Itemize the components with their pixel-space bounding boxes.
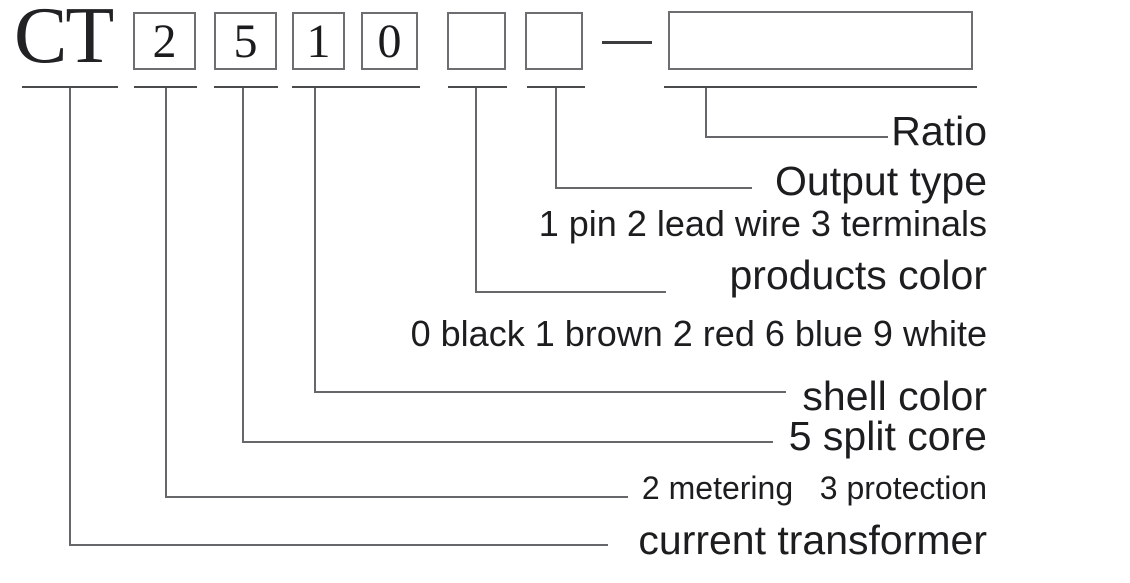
line-shell-color-horizontal	[314, 391, 786, 393]
separator-dash	[602, 41, 652, 44]
line-split-core-vertical	[242, 88, 244, 443]
shell-color-label: shell color	[802, 373, 987, 419]
line-current-transformer-vertical	[69, 88, 71, 546]
line-function-horizontal	[165, 496, 628, 498]
digit-box-products-color	[447, 12, 506, 70]
ratio-box	[668, 11, 973, 70]
line-split-core-horizontal	[242, 441, 773, 443]
line-output-type-vertical	[555, 88, 557, 189]
underline-products-color	[448, 86, 507, 88]
line-ratio-vertical	[705, 88, 707, 138]
products-color-codes-label: 0 black 1 brown 2 red 6 blue 9 white	[410, 313, 987, 354]
line-function-vertical	[165, 88, 167, 498]
current-transformer-label: current transformer	[638, 517, 987, 563]
underline-shell-color	[292, 86, 420, 88]
line-ratio-horizontal	[705, 136, 888, 138]
line-products-color-horizontal	[475, 291, 666, 293]
line-products-color-vertical	[475, 88, 477, 293]
ratio-label: Ratio	[891, 108, 987, 154]
line-shell-color-vertical	[314, 88, 316, 393]
digit-box-shell-color-2: 0	[361, 12, 418, 70]
digit-box-shell-color-1: 1	[292, 12, 345, 70]
products-color-label: products color	[729, 252, 987, 298]
split-core-label: 5 split core	[788, 413, 987, 459]
digit-box-output-type	[525, 12, 583, 70]
function-codes-label: 2 metering 3 protection	[641, 470, 987, 506]
line-current-transformer-horizontal	[69, 544, 608, 546]
underline-function	[134, 86, 197, 88]
underline-output-type	[527, 86, 585, 88]
digit-box-function: 2	[133, 12, 196, 70]
code-prefix: CT	[14, 0, 114, 80]
output-type-label: Output type	[775, 158, 987, 204]
line-output-type-horizontal	[555, 187, 752, 189]
digit-box-core-type: 5	[214, 12, 277, 70]
output-type-codes-label: 1 pin 2 lead wire 3 terminals	[538, 203, 987, 244]
underline-ratio	[664, 86, 977, 88]
underline-core-type	[214, 86, 278, 88]
underline-prefix	[22, 86, 118, 88]
